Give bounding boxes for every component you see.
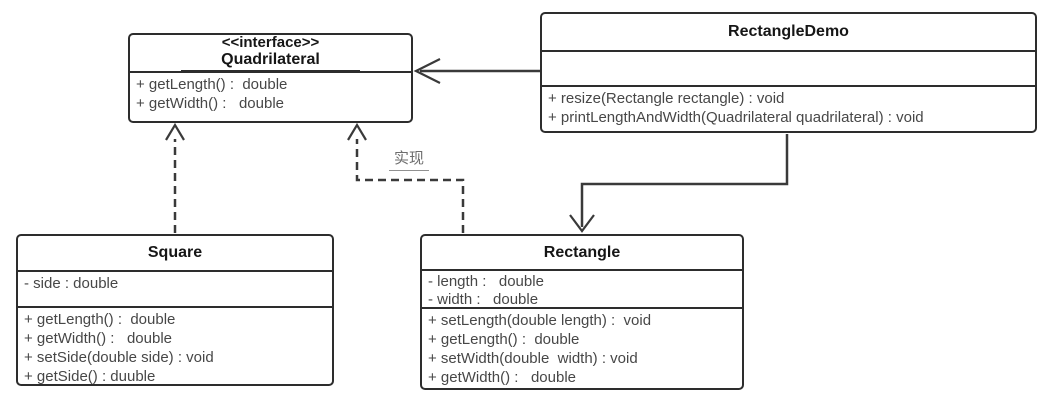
method-row: + getLength() : double xyxy=(136,76,288,93)
title-compartment: Rectangle xyxy=(422,236,742,269)
stereotype-label: <<interface>> xyxy=(221,34,320,51)
method-row: + getWidth() : double xyxy=(24,330,172,347)
attribute-row: - width : double xyxy=(428,291,539,308)
open-arrowhead-icon xyxy=(165,122,185,141)
dependency-arrow-demo-to-quadrilateral[interactable] xyxy=(413,58,540,84)
open-arrowhead-icon xyxy=(413,58,441,84)
realization-edge-label: 实现 xyxy=(389,149,430,171)
title-compartment: <<interface>> Quadrilateral xyxy=(130,34,411,72)
methods-compartment: + resize(Rectangle rectangle) : void + p… xyxy=(542,85,1035,131)
realization-arrow-rectangle-to-quadrilateral[interactable] xyxy=(347,122,465,233)
methods-compartment: + setLength(double length) : void + getL… xyxy=(422,307,742,388)
method-row: + getWidth() : double xyxy=(428,369,576,386)
class-name: RectangleDemo xyxy=(728,23,849,40)
attributes-compartment: - side : double xyxy=(18,270,332,306)
method-row: + getLength() : double xyxy=(428,331,580,348)
method-row: + getLength() : double xyxy=(24,311,176,328)
class-name: Quadrilateral xyxy=(181,51,360,72)
open-arrowhead-icon xyxy=(569,214,595,233)
methods-compartment: + getLength() : double + getWidth() : do… xyxy=(18,306,332,385)
method-row: + resize(Rectangle rectangle) : void xyxy=(548,90,785,107)
class-box-square[interactable]: Square - side : double + getLength() : d… xyxy=(16,234,334,386)
open-arrowhead-icon xyxy=(347,122,367,141)
method-row: + printLengthAndWidth(Quadrilateral quad… xyxy=(548,109,924,126)
class-box-quadrilateral[interactable]: <<interface>> Quadrilateral + getLength(… xyxy=(128,33,413,123)
method-row: + getWidth() : double xyxy=(136,95,284,112)
title-compartment: Square xyxy=(18,236,332,270)
class-box-rectangle-demo[interactable]: RectangleDemo + resize(Rectangle rectang… xyxy=(540,12,1037,133)
dependency-arrow-demo-to-rectangle[interactable] xyxy=(569,134,789,233)
class-name: Rectangle xyxy=(543,243,621,261)
method-row: + setSide(double side) : void xyxy=(24,349,214,366)
realization-arrow-square-to-quadrilateral[interactable] xyxy=(165,122,185,233)
attributes-compartment xyxy=(542,50,1035,85)
attribute-row: - length : double xyxy=(428,273,544,290)
method-row: + getSide() : duuble xyxy=(24,368,156,385)
title-compartment: RectangleDemo xyxy=(542,14,1035,50)
method-row: + setLength(double length) : void xyxy=(428,312,652,329)
attribute-row: - side : double xyxy=(24,275,119,292)
attributes-compartment: - length : double - width : double xyxy=(422,269,742,308)
methods-compartment: + getLength() : double + getWidth() : do… xyxy=(130,71,411,121)
class-name: Square xyxy=(147,244,203,261)
class-box-rectangle[interactable]: Rectangle - length : double - width : do… xyxy=(420,234,744,390)
method-row: + setWidth(double width) : void xyxy=(428,350,638,367)
